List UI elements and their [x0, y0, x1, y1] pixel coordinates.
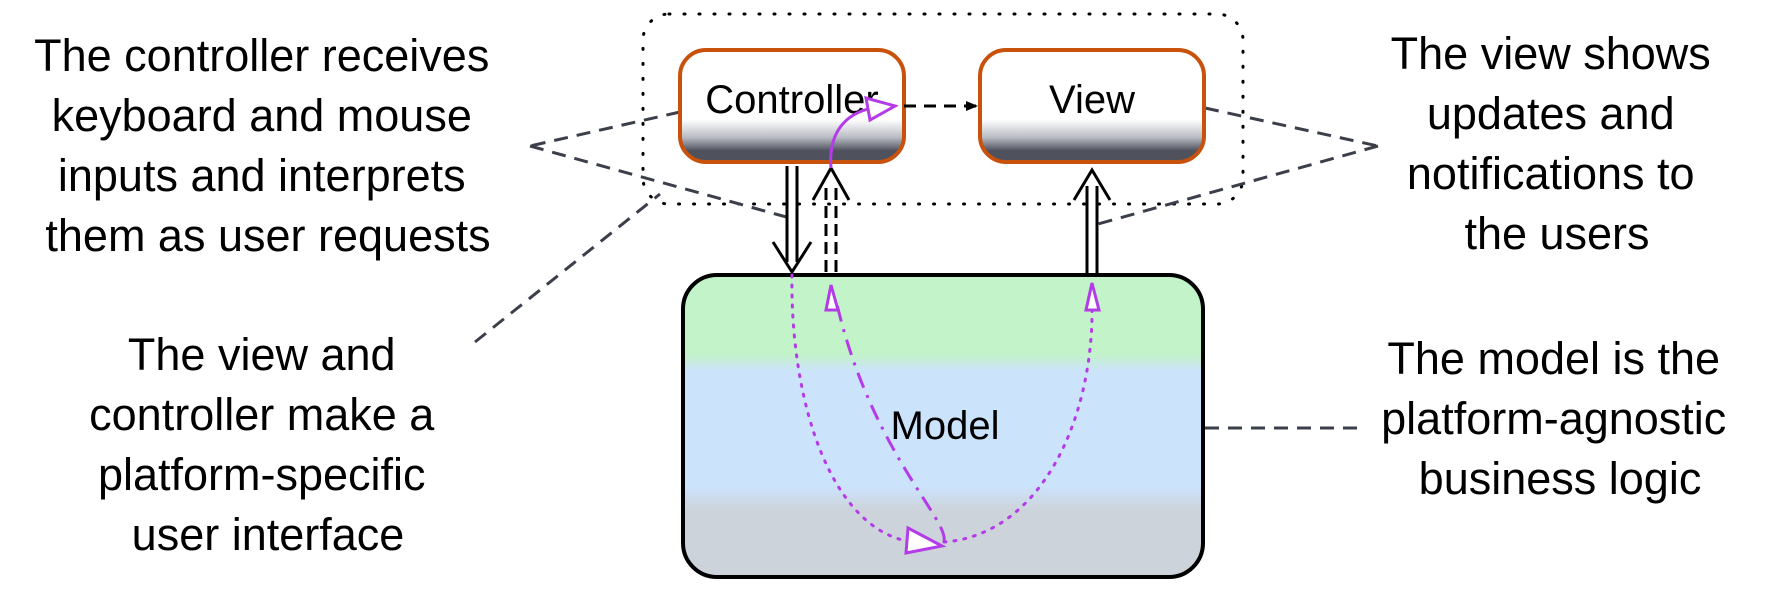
model-to-view-arrow	[1072, 167, 1112, 276]
leader-controller-top	[529, 110, 681, 148]
note-platform: The view and controller make a platform-…	[89, 329, 447, 560]
controller-to-model-arrow	[771, 166, 813, 275]
model-to-controller-arrow	[811, 164, 851, 276]
leader-lines	[474, 106, 1379, 430]
leader-view-top	[1204, 106, 1379, 148]
view-box: View	[978, 48, 1206, 164]
flow-head-view	[1084, 282, 1101, 312]
leader-view-bottom	[1097, 144, 1379, 226]
event-flow	[790, 95, 1101, 555]
note-model: The model is the platform-agnostic busin…	[1381, 333, 1739, 504]
flow-controller-to-model	[790, 273, 914, 544]
flow-model-to-view	[942, 298, 1094, 544]
controller-label: Controller	[705, 78, 878, 122]
leader-platform	[474, 192, 661, 344]
model-label: Model	[891, 404, 1000, 448]
flow-head-model	[904, 525, 947, 555]
view-label: View	[1049, 78, 1135, 122]
ui-group-outline	[641, 12, 1245, 206]
model-box: Model	[681, 273, 1205, 579]
flow-model-to-controller	[834, 299, 946, 543]
flow-head-controller-up	[824, 284, 840, 312]
note-controller: The controller receives keyboard and mou…	[34, 30, 502, 261]
note-view: The view shows updates and notifications…	[1391, 28, 1724, 259]
controller-box: Controller	[678, 48, 906, 164]
flow-head-controller	[864, 95, 899, 123]
